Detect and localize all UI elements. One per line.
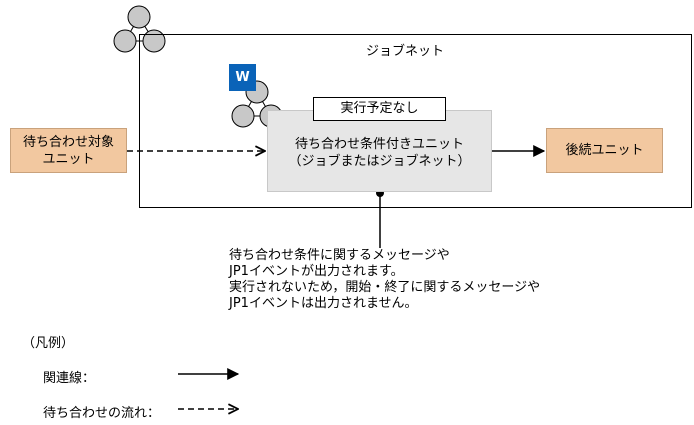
status-label: 実行予定なし	[313, 97, 446, 121]
wait-condition-badge-icon: W	[229, 64, 256, 91]
successor-unit: 後続ユニット	[546, 128, 663, 173]
jobnet-frame	[139, 34, 692, 208]
wait-target-unit: 待ち合わせ対象 ユニット	[10, 128, 127, 173]
jobnet-label: ジョブネット	[365, 44, 444, 59]
legend-related-label: 関連線：	[43, 371, 96, 386]
message-note: 待ち合わせ条件に関するメッセージや JP1イベントが出力されます。 実行されない…	[229, 248, 541, 311]
legend-wait-flow-label: 待ち合わせの流れ：	[43, 406, 161, 421]
jobnet-icon	[113, 5, 166, 53]
conditional-unit-label: 待ち合わせ条件付きユニット （ジョブまたはジョブネット）	[288, 137, 471, 169]
legend-title: （凡例）	[22, 336, 75, 351]
